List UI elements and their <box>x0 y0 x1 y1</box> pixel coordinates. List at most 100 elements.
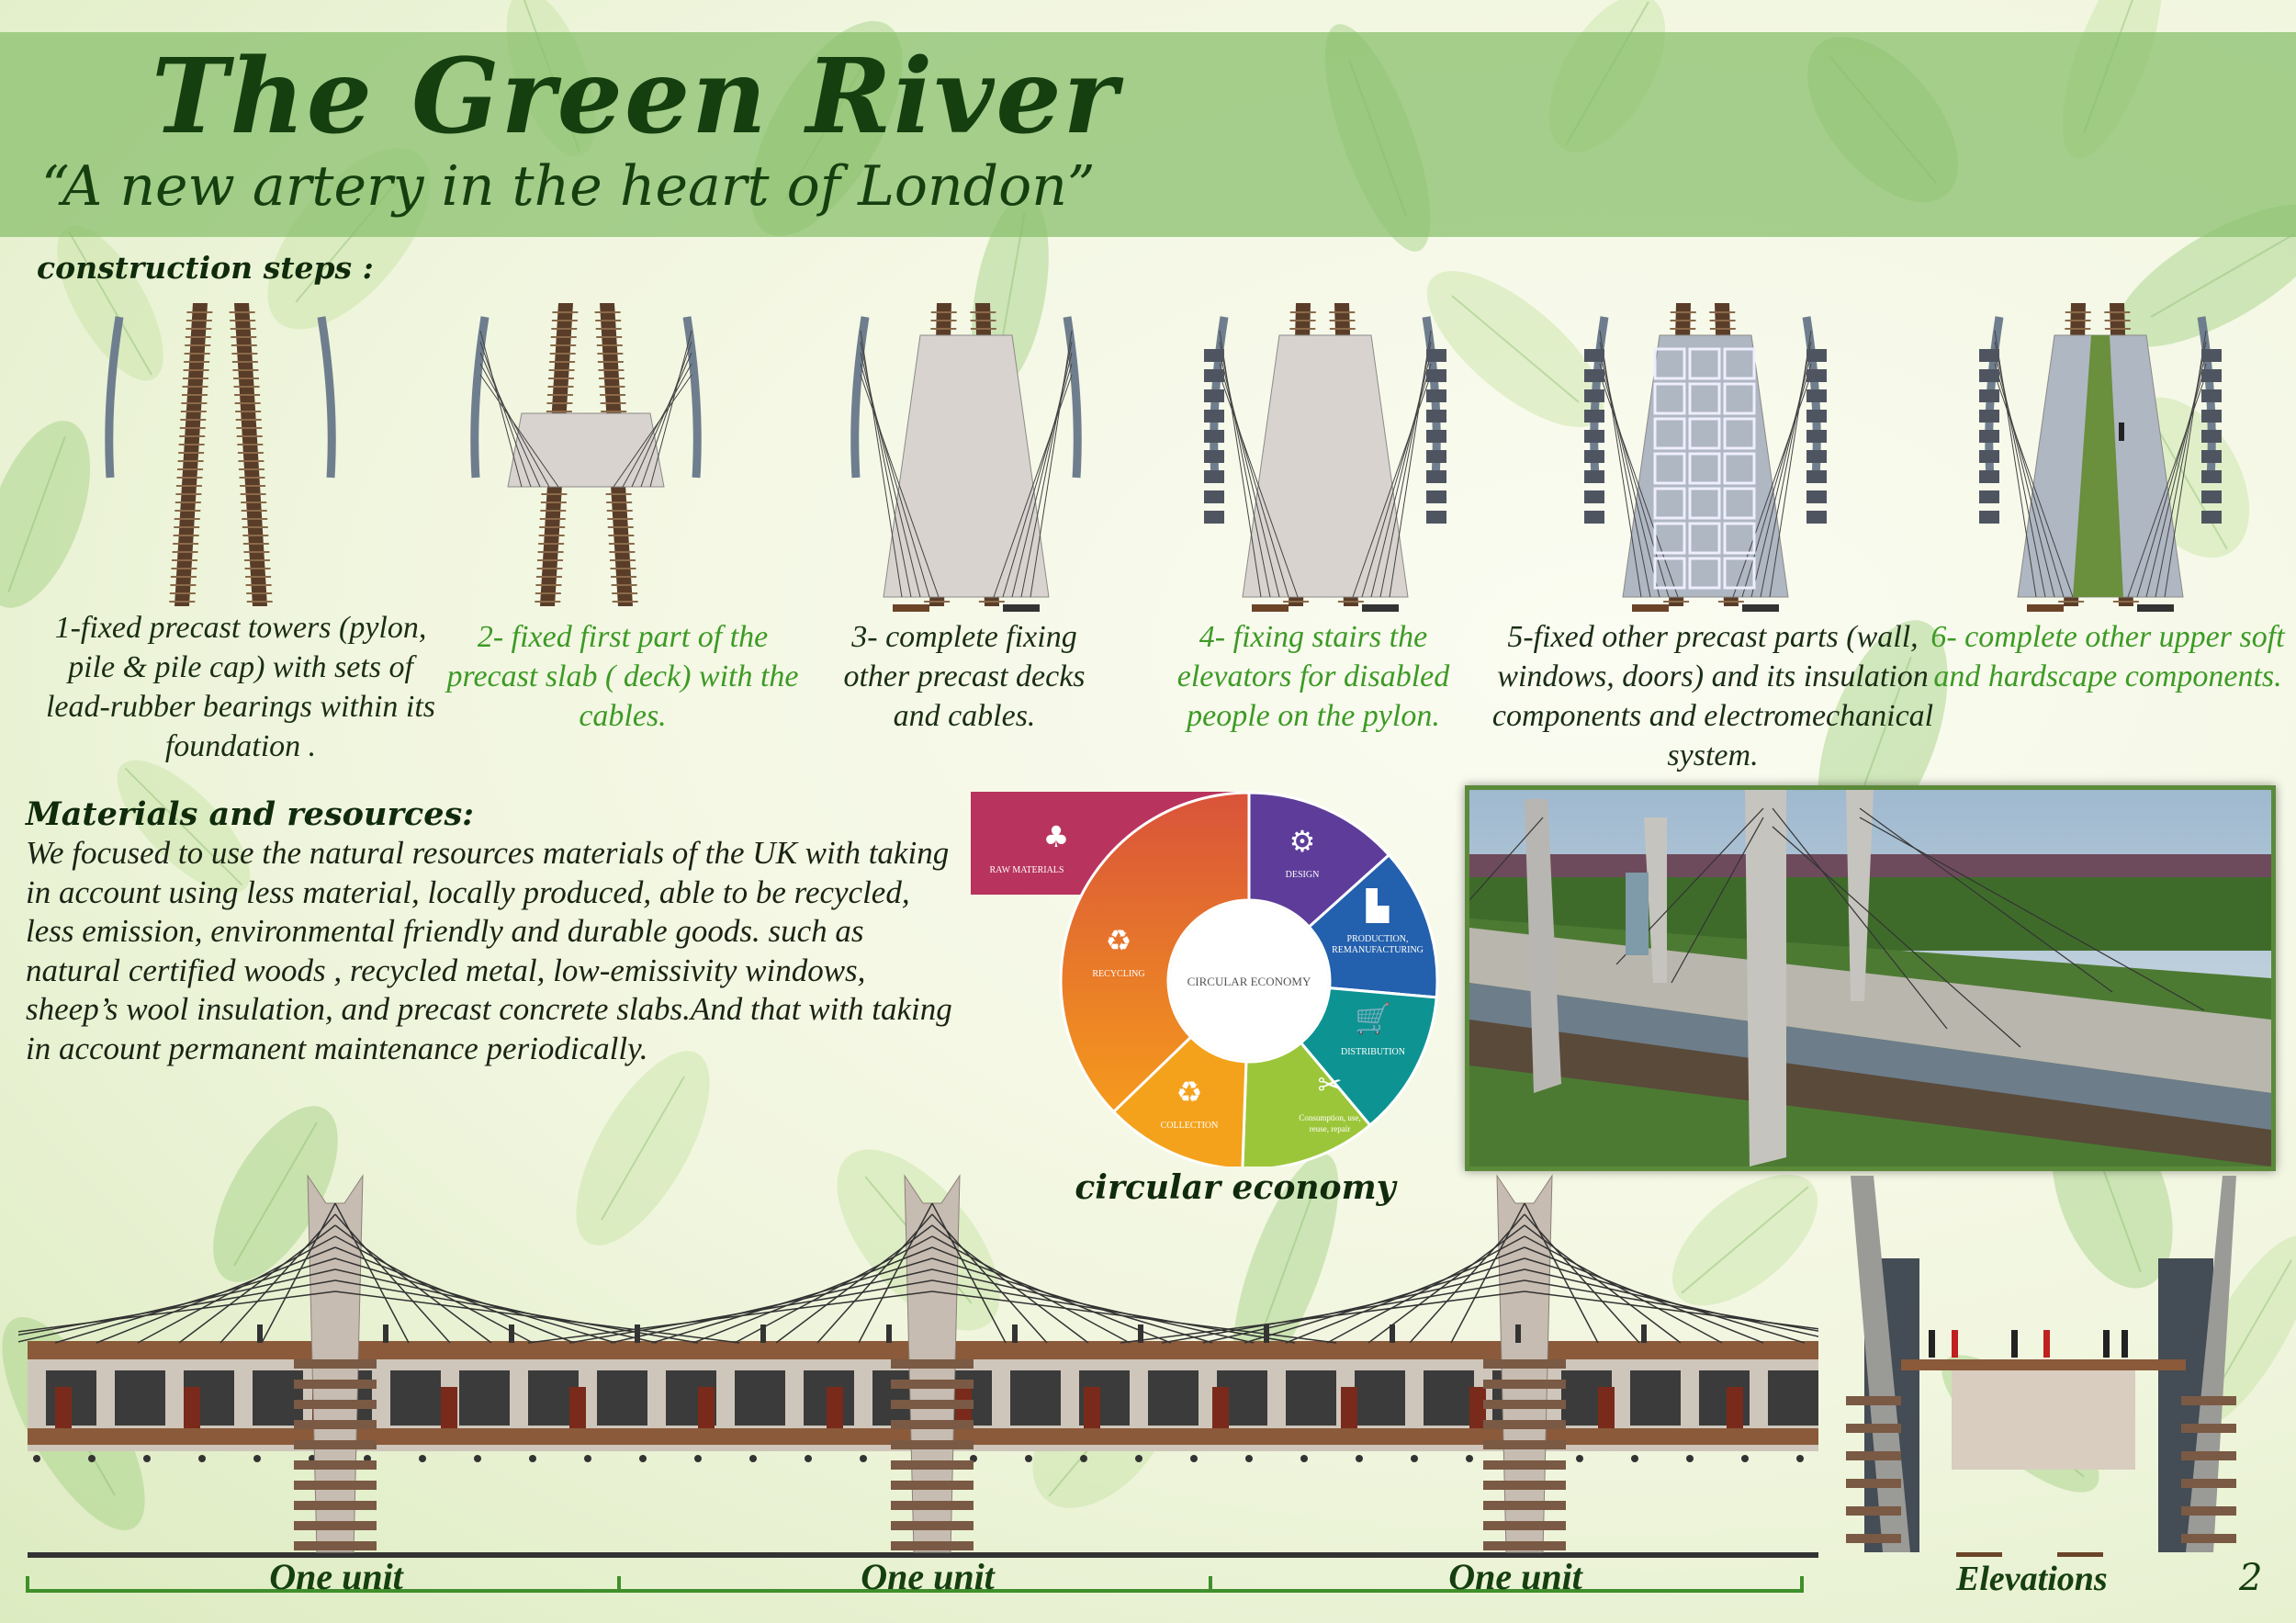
stair-flight <box>1483 1521 1566 1530</box>
stair <box>1979 369 1999 382</box>
segment-label: DISTRIBUTION <box>1341 1047 1405 1057</box>
person <box>1641 1324 1647 1343</box>
person <box>1012 1324 1018 1343</box>
cable <box>931 1246 1172 1344</box>
stair-flight <box>1483 1481 1566 1490</box>
stair-flight <box>891 1420 974 1429</box>
ground-line <box>28 1552 1818 1558</box>
deck-slab <box>507 412 665 488</box>
cable <box>334 1246 575 1344</box>
stair <box>1846 1534 1901 1543</box>
header-band <box>0 32 2296 237</box>
cable <box>858 1202 933 1344</box>
design-segment <box>1247 791 1391 930</box>
room-wall <box>1653 347 1686 380</box>
cable <box>1524 1213 1640 1344</box>
stair <box>1204 430 1224 443</box>
bearing <box>1576 1455 1583 1462</box>
bearing <box>860 1455 867 1462</box>
cable <box>931 1268 1255 1344</box>
recycle-bin-icon: ♻ <box>1176 1075 1203 1110</box>
stair-flight <box>1483 1359 1566 1369</box>
room-wall <box>1653 522 1686 555</box>
room-wall <box>1688 557 1721 590</box>
stair <box>1204 490 1224 503</box>
bearing <box>1466 1455 1473 1462</box>
window <box>1286 1370 1336 1426</box>
bearing <box>1135 1455 1142 1462</box>
window <box>390 1370 441 1426</box>
pylon-right <box>1063 316 1082 479</box>
bearing <box>1025 1455 1032 1462</box>
room-wall <box>1723 417 1756 450</box>
stair <box>1806 511 1827 524</box>
stair-flight <box>1483 1380 1566 1389</box>
cable <box>18 1291 336 1333</box>
stair <box>1584 369 1604 382</box>
cable <box>334 1235 534 1344</box>
stair <box>1426 490 1446 503</box>
stair <box>1204 389 1224 402</box>
stair <box>2181 1534 2236 1543</box>
stair <box>1846 1396 1901 1405</box>
cable <box>1244 1257 1525 1344</box>
materials-text: We focused to use the natural resources … <box>26 835 952 1066</box>
step-6-render <box>1979 303 2222 612</box>
stair <box>1979 349 1999 362</box>
step-1-caption: 1-fixed precast towers (pylon, pile & pi… <box>45 611 436 763</box>
window <box>597 1370 647 1426</box>
stair <box>1584 450 1604 463</box>
cable <box>178 1224 336 1344</box>
step-4-caption: 4- fixing stairs the elevators for disab… <box>1176 620 1450 733</box>
stair <box>1806 450 1827 463</box>
bearing <box>1796 1455 1804 1462</box>
cable <box>931 1213 1048 1344</box>
door <box>1469 1387 1486 1428</box>
pylon-right <box>317 316 336 479</box>
unit-bracket-3 <box>1209 1576 1804 1593</box>
stair <box>2181 1506 2236 1516</box>
cable <box>334 1213 451 1344</box>
step-6-caption: 6- complete other upper soft and hardsca… <box>1930 620 2285 693</box>
factory-icon: ▙ <box>1366 888 1390 923</box>
room-wall <box>1688 417 1721 450</box>
stair <box>1806 369 1827 382</box>
leaf-shape <box>0 421 91 608</box>
stair-flight <box>891 1380 974 1389</box>
unit-label-1: One unit <box>269 1556 403 1597</box>
stair-flight <box>294 1440 377 1449</box>
room-wall <box>1723 487 1756 520</box>
cable <box>931 1235 1131 1344</box>
room-wall <box>1688 522 1721 555</box>
stair <box>1806 470 1827 483</box>
stair <box>2181 1451 2236 1460</box>
stair <box>1584 349 1604 362</box>
stair <box>2201 410 2222 423</box>
stair <box>1204 369 1224 382</box>
center-circle <box>1170 902 1328 1060</box>
cable <box>137 1235 336 1344</box>
elevations-label: Elevations <box>1956 1560 2108 1598</box>
cable <box>1120 1291 1525 1344</box>
stair-flight <box>1483 1460 1566 1470</box>
step-2-caption: 2- fixed first part of the precast slab … <box>446 620 799 733</box>
bearing <box>1356 1455 1363 1462</box>
bridge-side-elevation <box>1846 1176 2236 1557</box>
room-wall <box>1723 347 1756 380</box>
cable <box>527 1291 933 1344</box>
person <box>2011 1330 2018 1358</box>
window <box>1768 1370 1818 1426</box>
bearing <box>1080 1455 1087 1462</box>
cable <box>1524 1224 1682 1344</box>
door <box>1727 1387 1743 1428</box>
segment-label: REMANUFACTURING <box>1332 945 1424 955</box>
stair <box>1584 490 1604 503</box>
bearing <box>253 1455 261 1462</box>
person <box>1138 1324 1143 1343</box>
bearing <box>143 1455 151 1462</box>
cable <box>54 1257 336 1344</box>
bearing <box>1686 1455 1694 1462</box>
person <box>1952 1330 1958 1358</box>
person <box>635 1324 640 1343</box>
person <box>2119 423 2124 441</box>
